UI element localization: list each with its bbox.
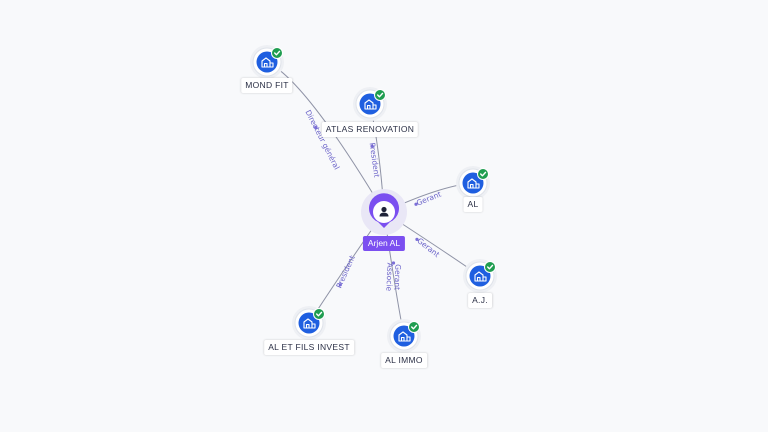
- company-node-al[interactable]: [456, 166, 490, 200]
- building-icon: [261, 57, 274, 68]
- building-icon: [303, 318, 316, 329]
- edge-label-al-immo: GerantAssocie: [384, 263, 402, 292]
- edge-label-line: Associe: [384, 263, 394, 292]
- company-node-atlas-renovation[interactable]: [353, 87, 387, 121]
- person-icon: [379, 206, 389, 217]
- edge-arrow: [370, 144, 374, 148]
- person-name-label[interactable]: Arjen AL: [362, 236, 406, 251]
- company-label-al-et-fils-invest[interactable]: AL ET FILS INVEST: [264, 340, 354, 355]
- company-label-atlas-renovation[interactable]: ATLAS RENOVATION: [321, 122, 419, 137]
- verified-check-icon: [313, 308, 325, 320]
- company-node-mond-fit[interactable]: [250, 45, 284, 79]
- person-node[interactable]: [361, 189, 407, 235]
- edge-arrow: [314, 125, 318, 130]
- graph-nodes: [250, 45, 497, 353]
- building-icon: [398, 331, 411, 342]
- building-icon: [364, 99, 377, 110]
- edge-label-atlas-renovation: President: [368, 142, 382, 178]
- company-node-aj[interactable]: [463, 259, 497, 293]
- building-icon: [474, 271, 487, 282]
- edge-arrow: [391, 261, 396, 265]
- verified-check-icon: [271, 47, 283, 59]
- edge-label-line: Gerant: [415, 190, 442, 208]
- edge-label-line: President: [334, 254, 356, 290]
- edge-label-al-et-fils-invest: President: [334, 254, 356, 290]
- edge-arrow: [414, 202, 418, 206]
- company-node-al-immo[interactable]: [387, 319, 421, 353]
- company-label-al-immo[interactable]: AL IMMO: [381, 353, 427, 368]
- company-label-mond-fit[interactable]: MOND FIT: [241, 78, 293, 93]
- building-icon: [467, 178, 480, 189]
- company-node-al-et-fils-invest[interactable]: [292, 306, 326, 340]
- verified-check-icon: [374, 89, 386, 101]
- verified-check-icon: [477, 168, 489, 180]
- company-label-al[interactable]: AL: [463, 197, 483, 212]
- verified-check-icon: [484, 261, 496, 273]
- edge-label-line: President: [368, 142, 382, 178]
- edge-label-al: Gerant: [415, 190, 442, 208]
- edge-label-line: Gerant: [393, 264, 403, 290]
- company-label-aj[interactable]: A.J.: [468, 293, 492, 308]
- verified-check-icon: [408, 321, 420, 333]
- edge-arrow: [338, 283, 342, 287]
- edge-arrow: [415, 237, 419, 241]
